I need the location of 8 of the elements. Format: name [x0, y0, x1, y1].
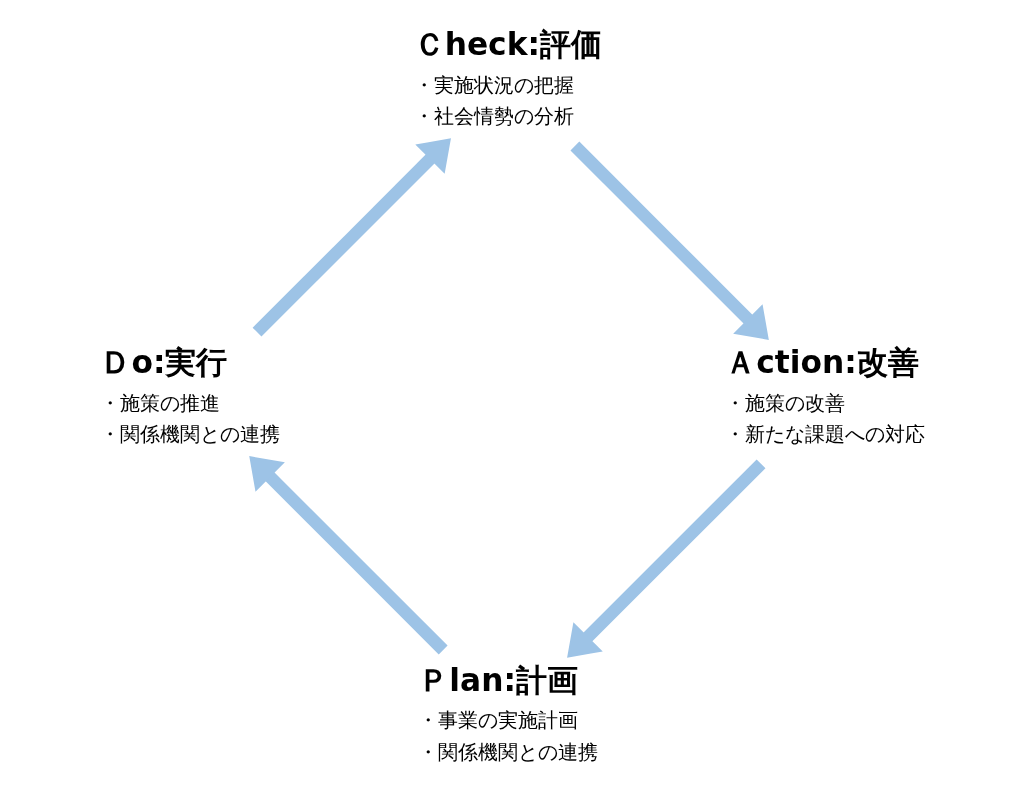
- arrow: [248, 456, 448, 655]
- arrow: [252, 138, 451, 337]
- arrow: [569, 141, 769, 340]
- node-text: Ｄo:実行 ・施策の推進 ・関係機関との連携: [99, 343, 280, 446]
- node-text: Ａction:改善 ・施策の改善 ・新たな課題への対応: [724, 343, 925, 446]
- node-text: Ｐlan:計画 ・事業の実施計画 ・関係機関との連携: [417, 661, 598, 764]
- node-text: Ｃheck:評価 ・実施状況の把握 ・社会情勢の分析: [413, 26, 602, 128]
- arrow: [566, 459, 765, 658]
